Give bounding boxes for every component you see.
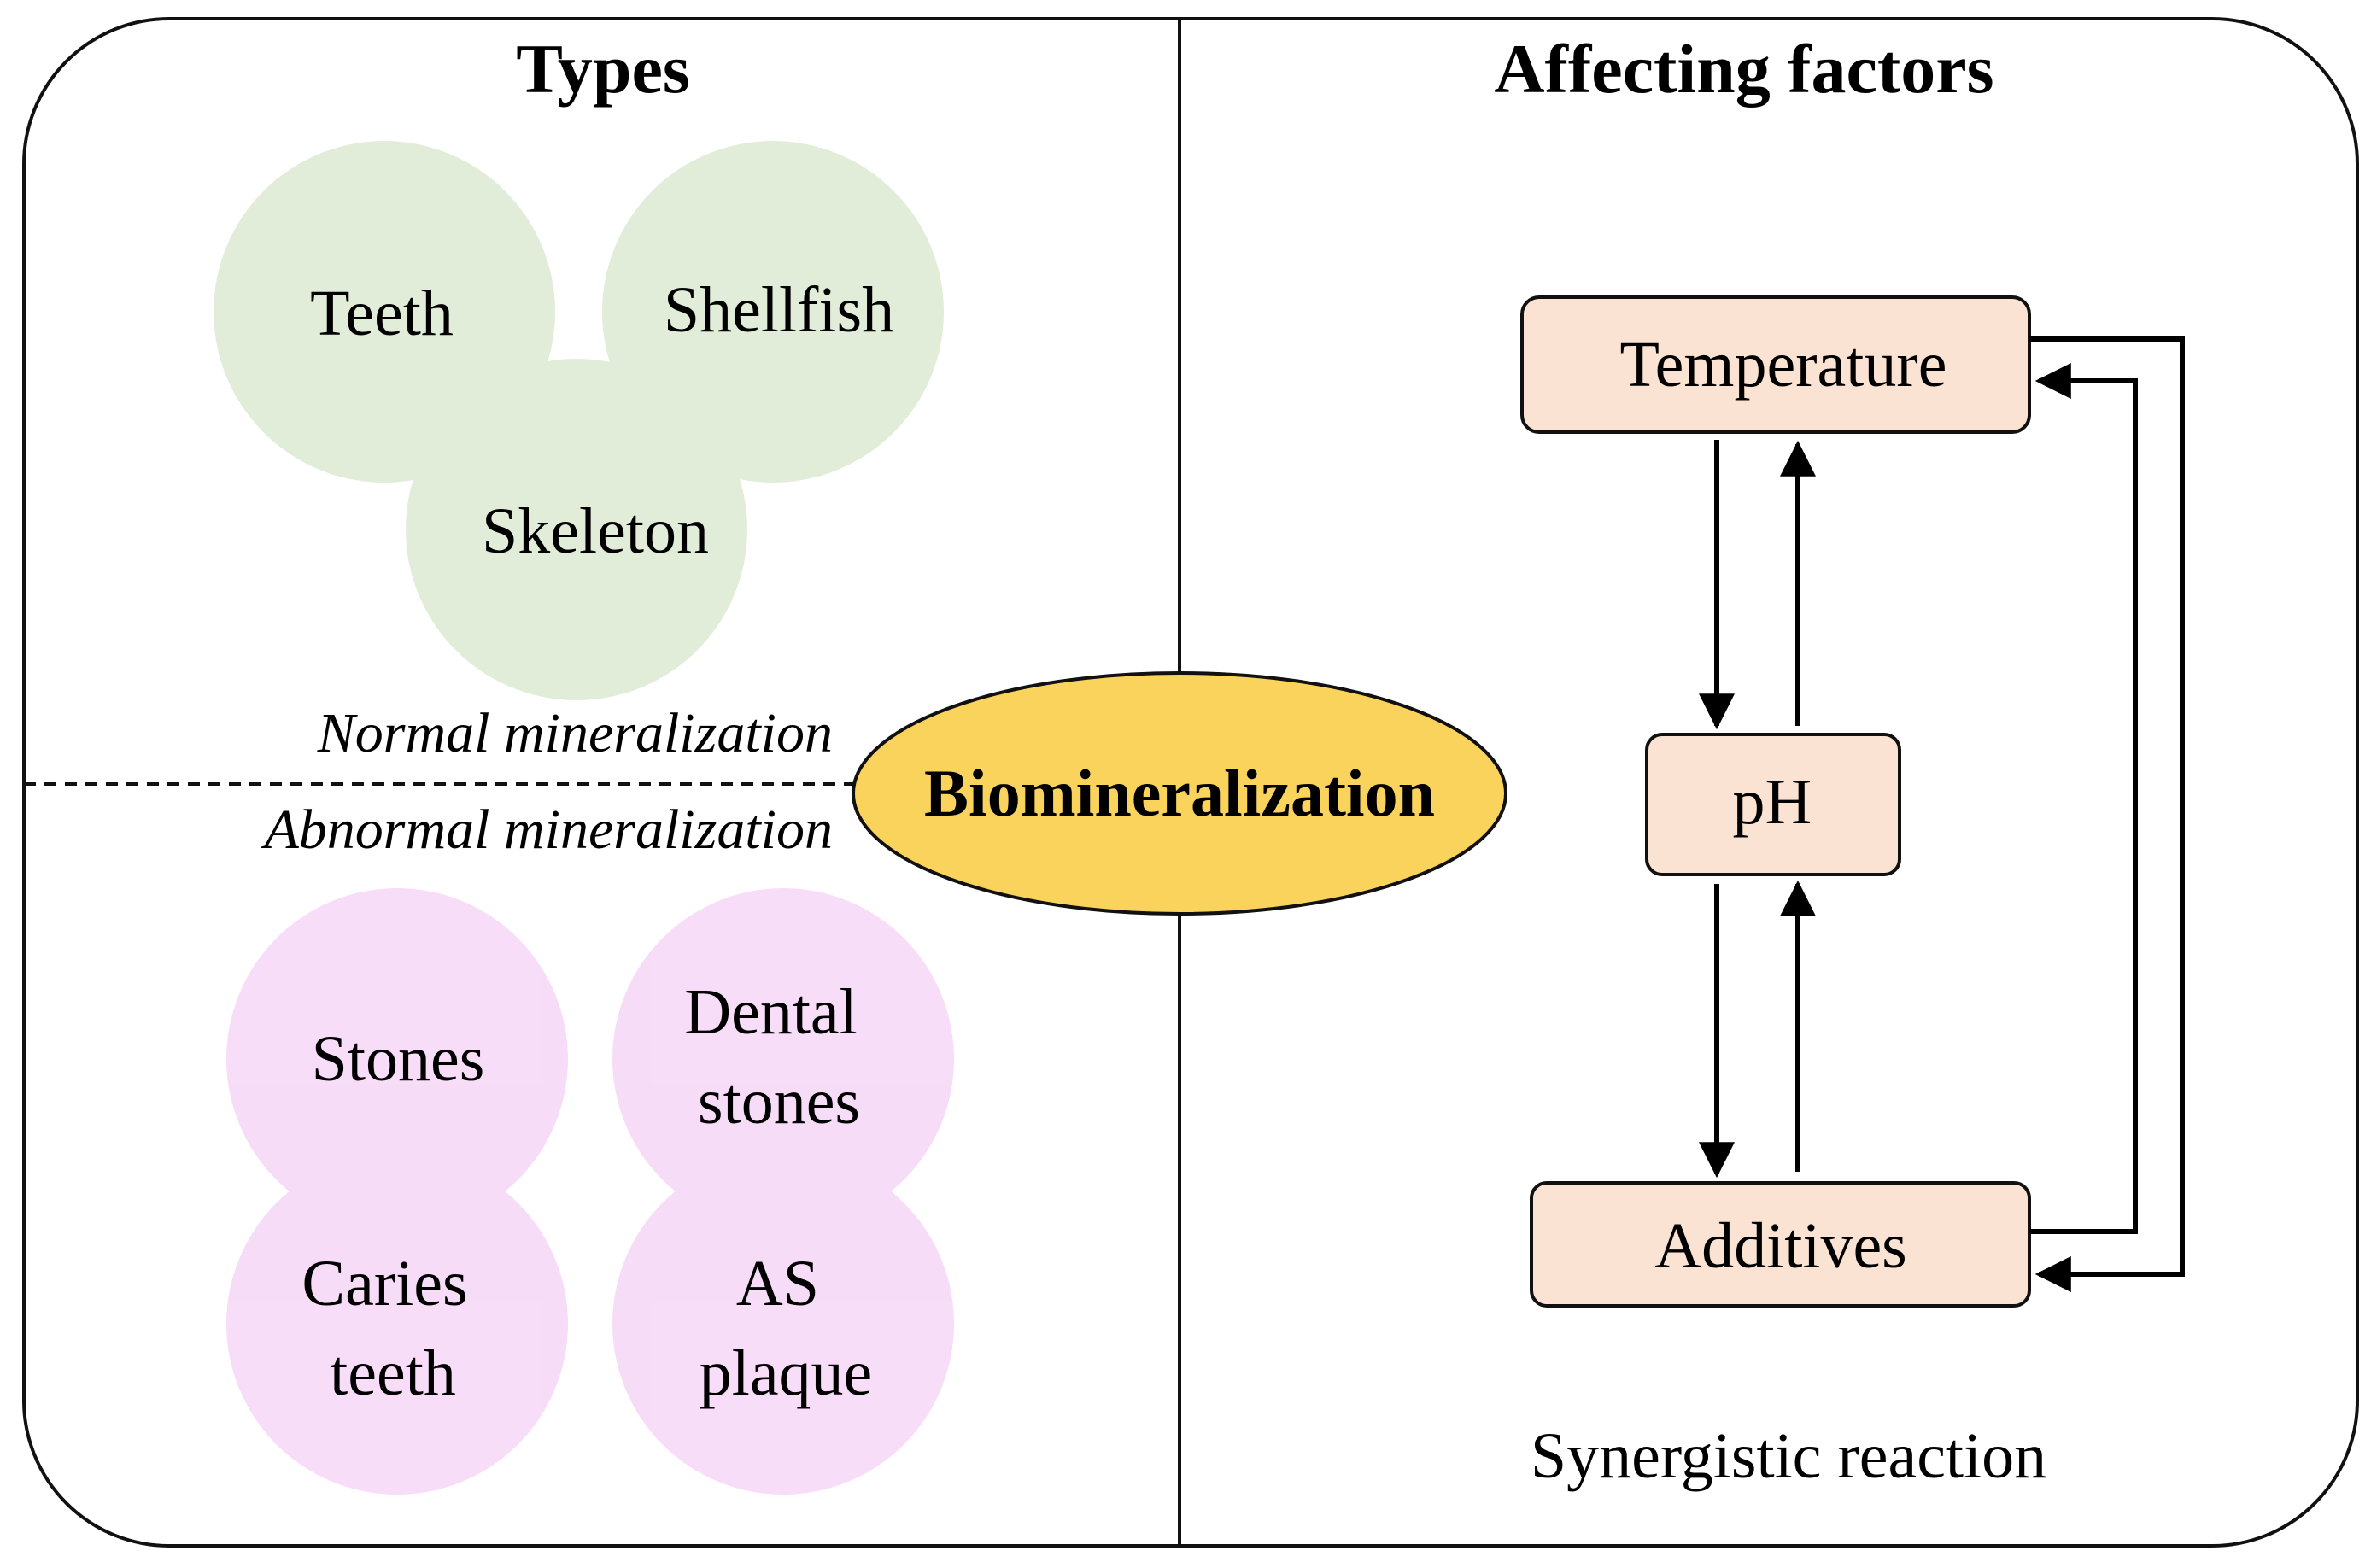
caries-teeth-label: Caries teeth: [301, 1248, 483, 1409]
shellfish-circle: [602, 141, 944, 483]
as-plaque-line1: AS: [736, 1248, 819, 1319]
skeleton-circle: [406, 359, 747, 700]
caries-teeth-line1: Caries: [301, 1248, 467, 1319]
as-plaque-circle: [612, 1153, 954, 1495]
shellfish-label: Shellfish: [664, 274, 894, 346]
temperature-to-additives-arrow: [2029, 336, 2185, 1292]
skeleton-label: Skeleton: [482, 495, 709, 567]
temperature-box: [1520, 295, 2031, 434]
abnormal-mineralization-label: Abnormal mineralization: [261, 799, 833, 861]
additives-box: [1530, 1181, 2031, 1308]
as-plaque-line2: plaque: [700, 1337, 873, 1409]
caries-teeth-circle: [226, 1153, 568, 1495]
affecting-factors-title: Affecting factors: [1494, 30, 1993, 108]
factor-arrows: [1699, 336, 2185, 1292]
additives-to-temperature-arrow: [2029, 363, 2138, 1234]
normal-types-group: Teeth Shellfish Skeleton: [214, 141, 944, 700]
temperature-label: Temperature: [1620, 329, 1947, 401]
dental-stones-line1: Dental: [684, 976, 858, 1048]
dental-stones-label: Dental stones: [684, 976, 874, 1138]
normal-mineralization-label: Normal mineralization: [317, 702, 833, 764]
abnormal-types-group: [226, 888, 954, 1495]
stones-label: Stones: [312, 1023, 485, 1095]
abnormal-labels: Stones Dental stones Caries teeth AS pla…: [301, 976, 874, 1409]
teeth-label: Teeth: [310, 278, 454, 349]
stones-circle: [226, 888, 568, 1230]
types-title: Types: [516, 30, 690, 108]
ph-box: [1645, 733, 1901, 876]
biomineralization-ellipse: [852, 671, 1507, 916]
as-plaque-label: AS plaque: [700, 1248, 873, 1409]
dental-stones-line2: stones: [698, 1066, 860, 1138]
caries-teeth-line2: teeth: [330, 1337, 456, 1409]
additives-label: Additives: [1654, 1210, 1907, 1282]
dental-stones-circle: [612, 888, 954, 1230]
biomineralization-label: Biomineralization: [924, 756, 1435, 830]
ph-label: pH: [1733, 766, 1812, 838]
synergistic-caption: Synergistic reaction: [1531, 1420, 2046, 1492]
